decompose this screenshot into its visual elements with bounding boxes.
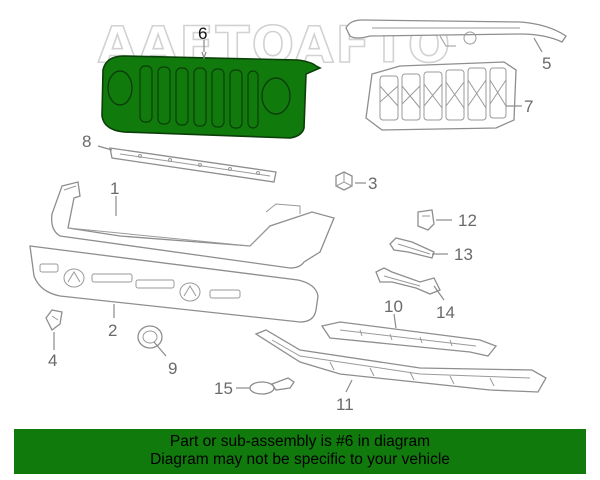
part-15-harness (249, 377, 295, 395)
info-banner: Part or sub-assembly is #6 in diagram Di… (14, 429, 586, 474)
part-12-clip (417, 209, 435, 231)
callout-2: 2 (108, 321, 117, 340)
callout-12: 12 (458, 211, 477, 230)
callout-6: 6 (198, 24, 207, 43)
banner-line-1: Part or sub-assembly is #6 in diagram (169, 433, 431, 450)
callout-7: 7 (524, 97, 533, 116)
callout-1: 1 (110, 179, 119, 198)
part-9-fog-lamp-cap (137, 325, 163, 349)
leader-lines (53, 37, 543, 393)
callout-3: 3 (368, 174, 377, 193)
callout-15: 15 (214, 379, 233, 398)
part-8-reinforcement-bar (109, 147, 277, 183)
callout-9: 9 (168, 359, 177, 378)
part-14-bracket (375, 267, 441, 295)
callout-4: 4 (48, 351, 57, 370)
part-7-grille-insert (365, 61, 517, 131)
part-4-push-pin (45, 309, 63, 331)
callout-10: 10 (384, 297, 403, 316)
part-11-skid-plate (254, 329, 547, 393)
part-2-lower-valance (29, 245, 319, 323)
callout-13: 13 (454, 245, 473, 264)
part-6-grille-highlighted (101, 55, 322, 139)
callout-14: 14 (436, 303, 455, 322)
part-3-nut (335, 171, 353, 191)
banner-line-2: Diagram may not be specific to your vehi… (150, 451, 450, 468)
callout-11: 11 (336, 395, 354, 414)
callout-8: 8 (82, 132, 91, 151)
part-13-bracket (389, 237, 435, 259)
part-5-upper-support (345, 19, 567, 47)
part-10-lower-support (320, 321, 498, 357)
part-1-bumper-fascia (51, 181, 335, 269)
callout-5: 5 (542, 54, 551, 73)
